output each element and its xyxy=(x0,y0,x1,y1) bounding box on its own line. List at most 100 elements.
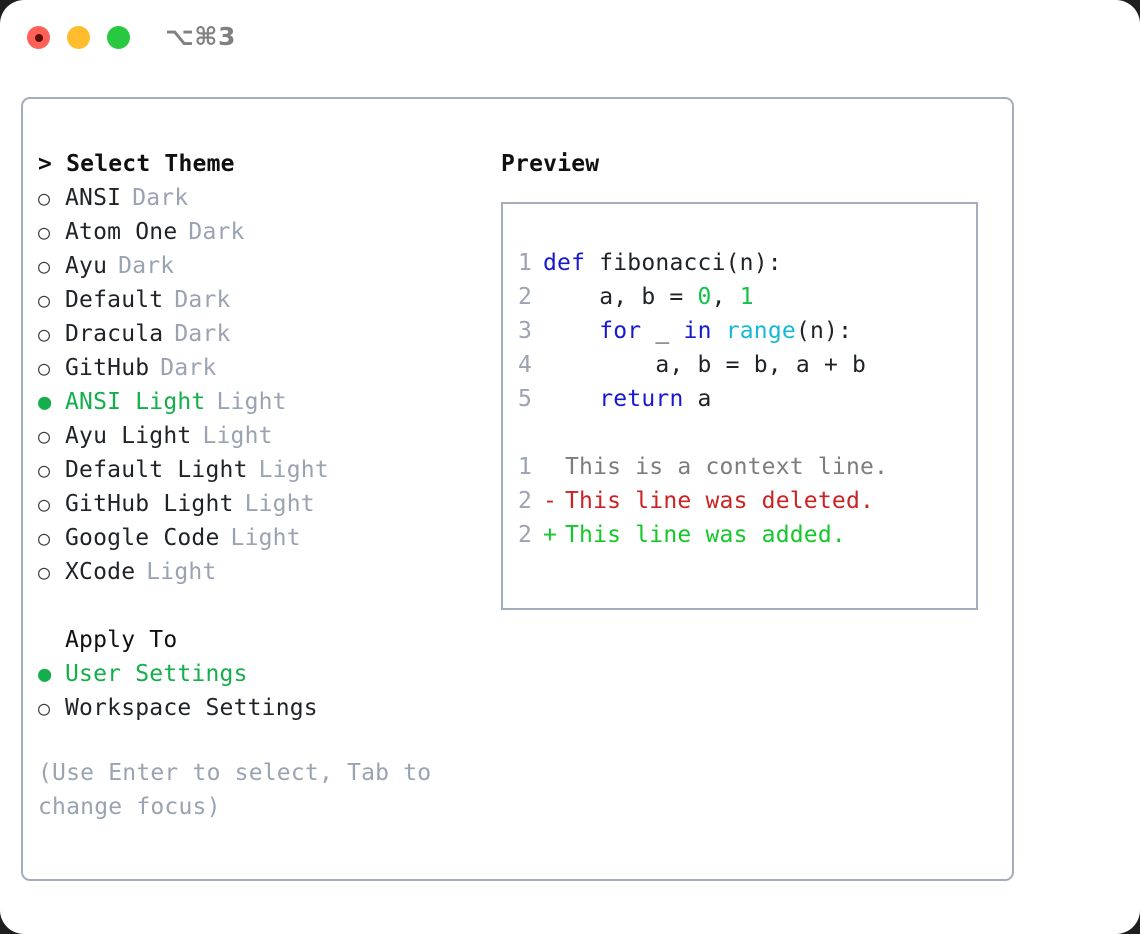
diff-marker: - xyxy=(543,488,558,514)
theme-option-variant: Light xyxy=(146,559,217,585)
theme-option-xcode[interactable]: ○ XCode Light xyxy=(38,555,490,589)
radio-unselected-icon: ○ xyxy=(38,424,51,448)
traffic-light-controls xyxy=(27,26,130,49)
apply-to-heading: Apply To xyxy=(65,627,178,653)
radio-unselected-icon: ○ xyxy=(38,254,51,278)
code-token-plain: a, b = xyxy=(543,284,698,310)
theme-option-variant: Light xyxy=(202,423,273,449)
radio-unselected-icon: ○ xyxy=(38,458,51,482)
code-token-kw: in xyxy=(683,318,712,344)
code-token-fn: range xyxy=(725,318,796,344)
theme-option-variant: Dark xyxy=(174,321,231,347)
preview-heading: Preview xyxy=(501,151,600,177)
code-token-plain xyxy=(543,386,599,412)
theme-option-variant: Dark xyxy=(118,253,175,279)
code-line: 3 for _ in range(n): xyxy=(517,314,976,348)
theme-option-label: Ayu xyxy=(65,253,108,279)
diff-line-deleted: 2-This line was deleted. xyxy=(517,484,976,518)
theme-option-ayu[interactable]: ○ Ayu Dark xyxy=(38,249,490,283)
title-bar: ⌥⌘3 xyxy=(0,0,1140,78)
radio-unselected-icon: ○ xyxy=(38,288,51,312)
close-window-button[interactable] xyxy=(27,26,50,49)
radio-unselected-icon: ○ xyxy=(38,220,51,244)
code-text: return a xyxy=(543,382,712,416)
radio-unselected-icon: ○ xyxy=(38,186,51,210)
theme-option-label: Ayu Light xyxy=(65,423,192,449)
theme-option-label: Google Code xyxy=(65,525,220,551)
apply-to-option-user-settings[interactable]: ● User Settings xyxy=(38,657,490,691)
theme-option-variant: Dark xyxy=(132,185,189,211)
keyboard-hint-text: (Use Enter to select, Tab to change focu… xyxy=(38,760,432,820)
line-number: 5 xyxy=(517,386,532,412)
apply-to-option-label: User Settings xyxy=(65,661,248,687)
code-token-kw: return xyxy=(599,386,684,412)
spacer xyxy=(517,416,976,450)
diff-marker xyxy=(543,450,565,484)
code-token-plain: fibonacci(n): xyxy=(585,250,782,276)
theme-option-variant: Dark xyxy=(160,355,217,381)
code-text: a, b = b, a + b xyxy=(543,348,866,382)
code-line: 5 return a xyxy=(517,382,976,416)
theme-option-label: ANSI Light xyxy=(65,389,206,415)
diff-text: This line was deleted. xyxy=(565,488,875,514)
radio-selected-icon: ● xyxy=(38,390,52,415)
code-text: for _ in range(n): xyxy=(543,314,852,348)
code-token-kw: for xyxy=(599,318,642,344)
diff-marker: + xyxy=(543,522,558,548)
maximize-window-button[interactable] xyxy=(107,26,130,49)
line-number: 2 xyxy=(517,488,532,514)
theme-option-ansi-light[interactable]: ● ANSI Light Light xyxy=(38,385,490,419)
theme-option-label: GitHub xyxy=(65,355,150,381)
line-number: 3 xyxy=(517,318,532,344)
diff-line-context: 1 This is a context line. xyxy=(517,450,976,484)
code-token-plain: a, b = b, a + b xyxy=(543,352,867,378)
radio-selected-icon: ● xyxy=(38,662,52,687)
select-theme-heading: > Select Theme xyxy=(38,151,235,177)
spacer xyxy=(38,589,490,623)
code-token-kw: def xyxy=(543,250,586,276)
theme-option-label: XCode xyxy=(65,559,136,585)
radio-unselected-icon: ○ xyxy=(38,560,51,584)
diff-text: This is a context line. xyxy=(565,454,889,480)
radio-unselected-icon: ○ xyxy=(38,492,51,516)
theme-option-variant: Light xyxy=(230,525,301,551)
theme-option-ansi[interactable]: ○ ANSI Dark xyxy=(38,181,490,215)
line-number: 1 xyxy=(517,454,532,480)
line-number: 2 xyxy=(517,522,532,548)
theme-option-label: Dracula xyxy=(65,321,164,347)
code-token-plain xyxy=(712,318,726,344)
theme-option-label: ANSI xyxy=(65,185,122,211)
theme-option-label: GitHub Light xyxy=(65,491,234,517)
theme-option-google-code[interactable]: ○ Google Code Light xyxy=(38,521,490,555)
theme-option-variant: Light xyxy=(258,457,329,483)
minimize-window-button[interactable] xyxy=(67,26,90,49)
theme-option-variant: Dark xyxy=(174,287,231,313)
code-text: def fibonacci(n): xyxy=(543,246,782,280)
apply-to-list[interactable]: ● User Settings ○Workspace Settings xyxy=(38,657,490,725)
code-token-plain xyxy=(543,318,599,344)
apply-to-option-workspace-settings[interactable]: ○Workspace Settings xyxy=(38,691,490,725)
radio-unselected-icon: ○ xyxy=(38,526,51,550)
code-token-num: 1 xyxy=(739,284,754,310)
line-number: 1 xyxy=(517,250,532,276)
code-line: 2 a, b = 0, 1 xyxy=(517,280,976,314)
theme-option-ayu-light[interactable]: ○ Ayu Light Light xyxy=(38,419,490,453)
radio-unselected-icon: ○ xyxy=(38,696,51,720)
code-line: 4 a, b = b, a + b xyxy=(517,348,976,382)
code-token-num: 0 xyxy=(697,284,712,310)
theme-option-variant: Dark xyxy=(188,219,245,245)
theme-option-variant: Light xyxy=(216,389,287,415)
line-number: 4 xyxy=(517,352,532,378)
